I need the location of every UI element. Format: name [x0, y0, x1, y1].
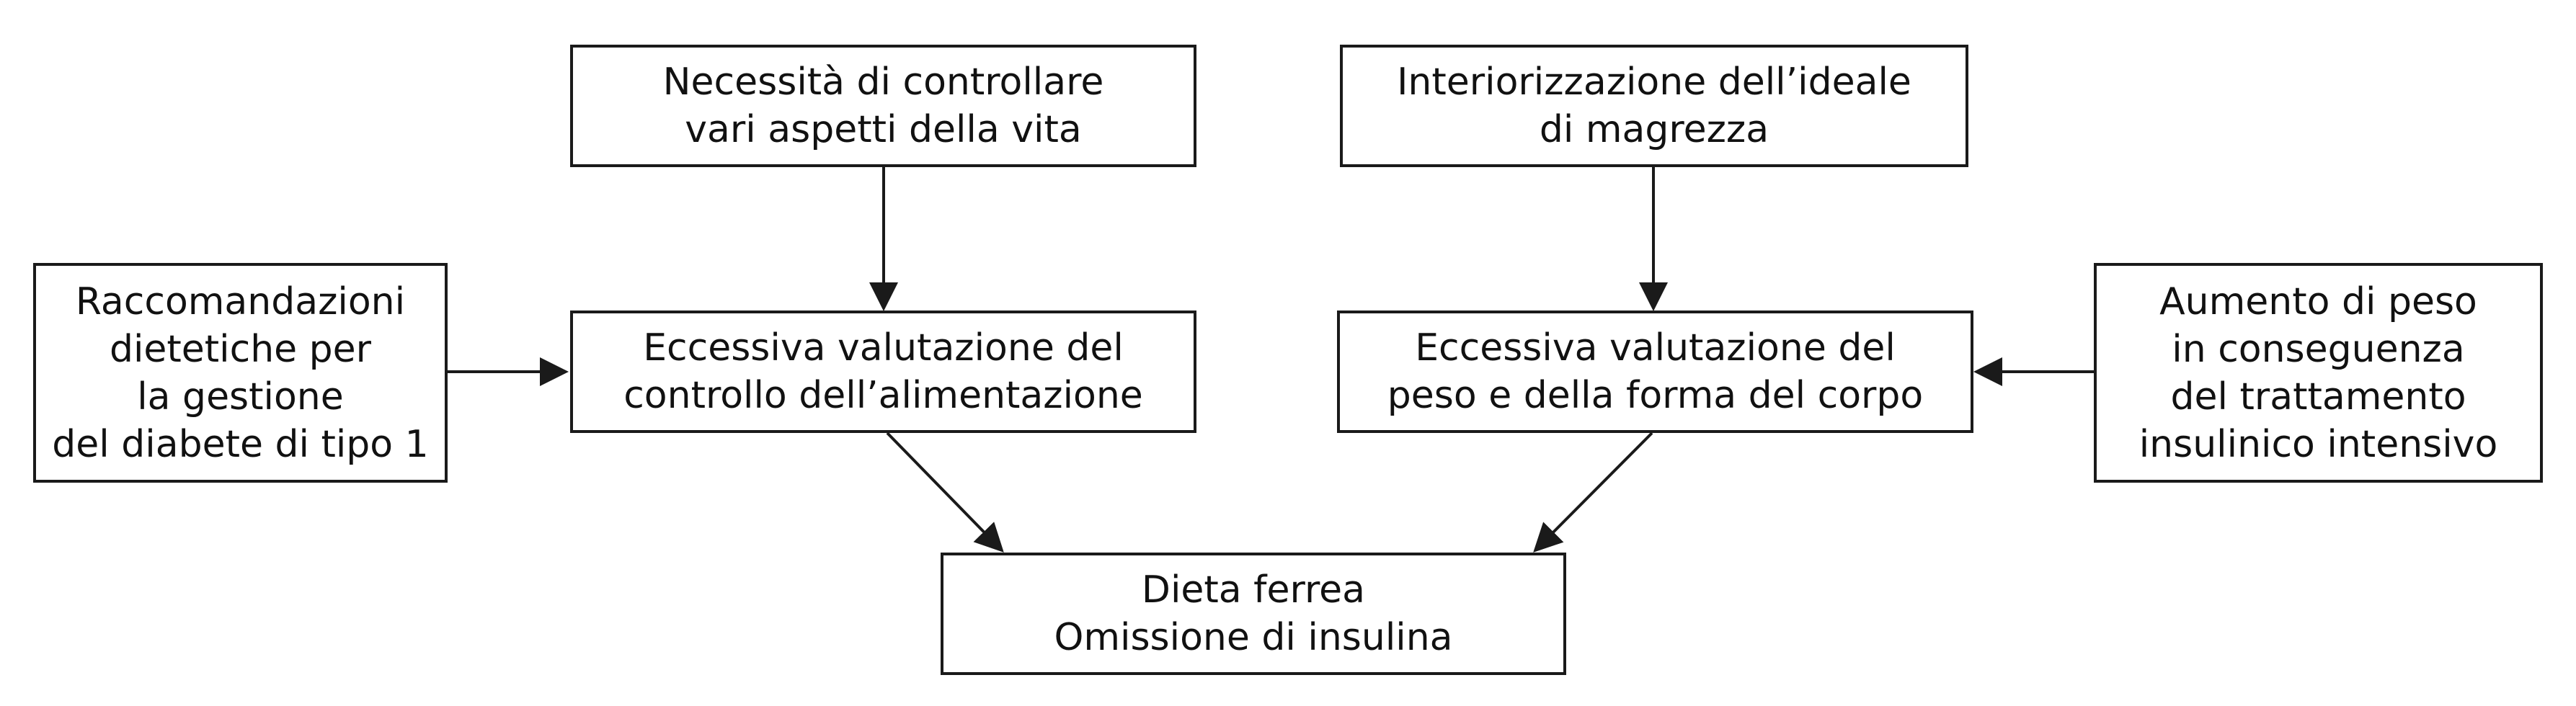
node-thinness-ideal-text: Interiorizzazione dell’ideale di magrezz… [1397, 61, 1911, 151]
node-outcome: Dieta ferrea Omissione di insulina [941, 553, 1566, 675]
node-control-need-text: Necessità di controllare vari aspetti de… [662, 61, 1104, 151]
node-weight-shape-overvaluation-text: Eccessiva valutazione del peso e della f… [1387, 326, 1924, 417]
node-outcome-text: Dieta ferrea Omissione di insulina [1054, 568, 1453, 659]
node-diet-recommendations: Raccomandazioni dietetiche per la gestio… [33, 263, 448, 483]
node-diet-recommendations-text: Raccomandazioni dietetiche per la gestio… [52, 280, 429, 466]
node-thinness-ideal: Interiorizzazione dell’ideale di magrezz… [1340, 45, 1968, 167]
node-weight-gain-text: Aumento di peso in conseguenza del tratt… [2138, 280, 2498, 466]
arrow-eating-control-to-outcome [886, 432, 1004, 553]
arrow-weight-shape-to-outcome [1533, 432, 1653, 553]
node-eating-control-overvaluation-text: Eccessiva valutazione del controllo dell… [623, 326, 1143, 417]
node-control-need: Necessità di controllare vari aspetti de… [570, 45, 1196, 167]
node-weight-gain: Aumento di peso in conseguenza del tratt… [2094, 263, 2543, 483]
node-weight-shape-overvaluation: Eccessiva valutazione del peso e della f… [1337, 310, 1973, 433]
node-eating-control-overvaluation: Eccessiva valutazione del controllo dell… [570, 310, 1196, 433]
